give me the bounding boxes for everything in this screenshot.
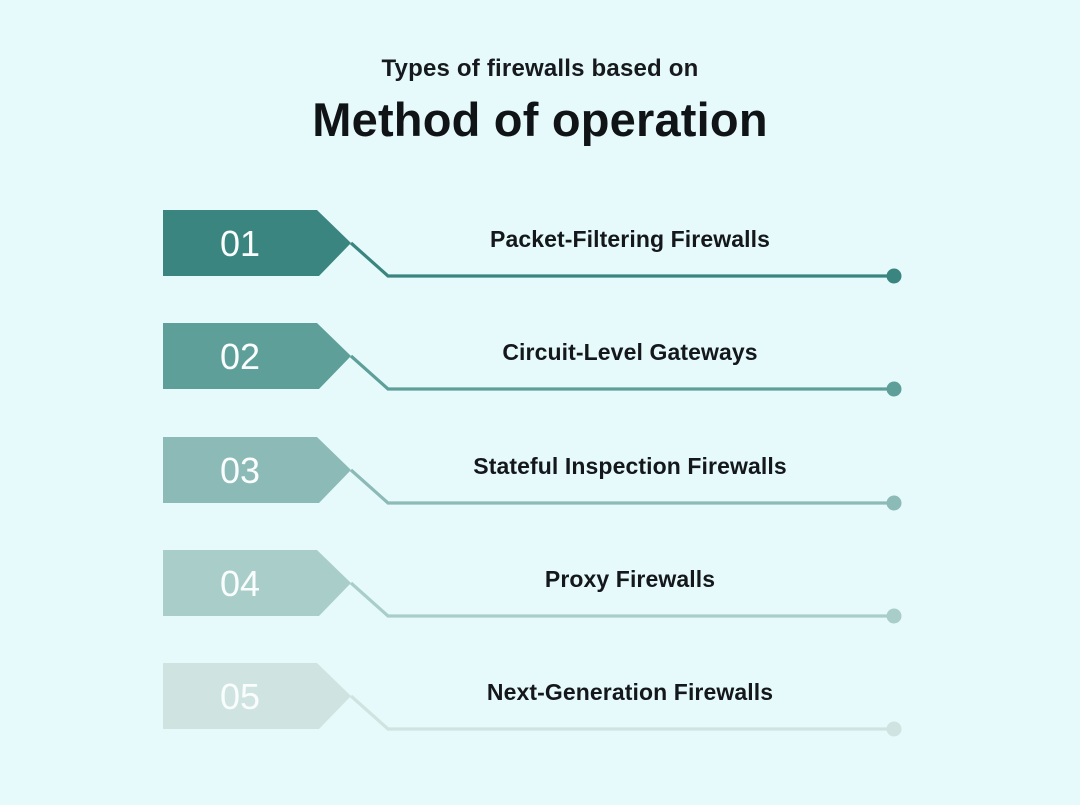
firewall-type-label: Proxy Firewalls bbox=[544, 566, 716, 592]
row-graphic: 04 bbox=[163, 550, 902, 624]
connector-line bbox=[349, 354, 894, 391]
firewall-type-label: Packet-Filtering Firewalls bbox=[490, 226, 770, 252]
connector-dot bbox=[886, 268, 902, 284]
badge-number: 02 bbox=[220, 336, 260, 377]
badge-number: 05 bbox=[220, 676, 260, 717]
number-badge bbox=[163, 550, 351, 616]
firewall-type-row: 04 Proxy Firewalls bbox=[163, 550, 908, 630]
connector-line bbox=[349, 694, 894, 731]
connector-dot bbox=[886, 608, 902, 624]
connector-line bbox=[349, 581, 894, 618]
badge-number: 04 bbox=[220, 563, 260, 604]
page-subtitle: Types of firewalls based on bbox=[381, 55, 699, 82]
firewall-type-row: 01 Packet-Filtering Firewalls bbox=[163, 210, 908, 290]
number-badge bbox=[163, 323, 351, 389]
connector-dot bbox=[886, 721, 902, 737]
firewall-type-label: Circuit-Level Gateways bbox=[502, 339, 758, 365]
badge-number: 01 bbox=[220, 223, 260, 264]
page-title: Method of operation bbox=[312, 93, 768, 146]
firewall-type-row: 02 Circuit-Level Gateways bbox=[163, 323, 908, 403]
number-badge bbox=[163, 663, 351, 729]
firewall-type-label: Stateful Inspection Firewalls bbox=[473, 453, 787, 479]
row-graphic: 01 bbox=[163, 210, 902, 284]
row-graphic: 05 bbox=[163, 663, 902, 737]
connector-line bbox=[349, 468, 894, 505]
connector-line bbox=[349, 241, 894, 278]
badge-number: 03 bbox=[220, 450, 260, 491]
firewall-type-row: 05 Next-Generation Firewalls bbox=[163, 663, 908, 743]
number-badge bbox=[163, 210, 351, 276]
page-header: Types of firewalls based on Method of op… bbox=[0, 54, 1080, 146]
firewall-type-label: Next-Generation Firewalls bbox=[486, 679, 774, 705]
connector-dot bbox=[886, 495, 902, 511]
row-graphic: 02 bbox=[163, 323, 902, 397]
row-graphic: 03 bbox=[163, 437, 902, 511]
number-badge bbox=[163, 437, 351, 503]
firewall-type-row: 03 Stateful Inspection Firewalls bbox=[163, 437, 908, 517]
connector-dot bbox=[886, 381, 902, 397]
